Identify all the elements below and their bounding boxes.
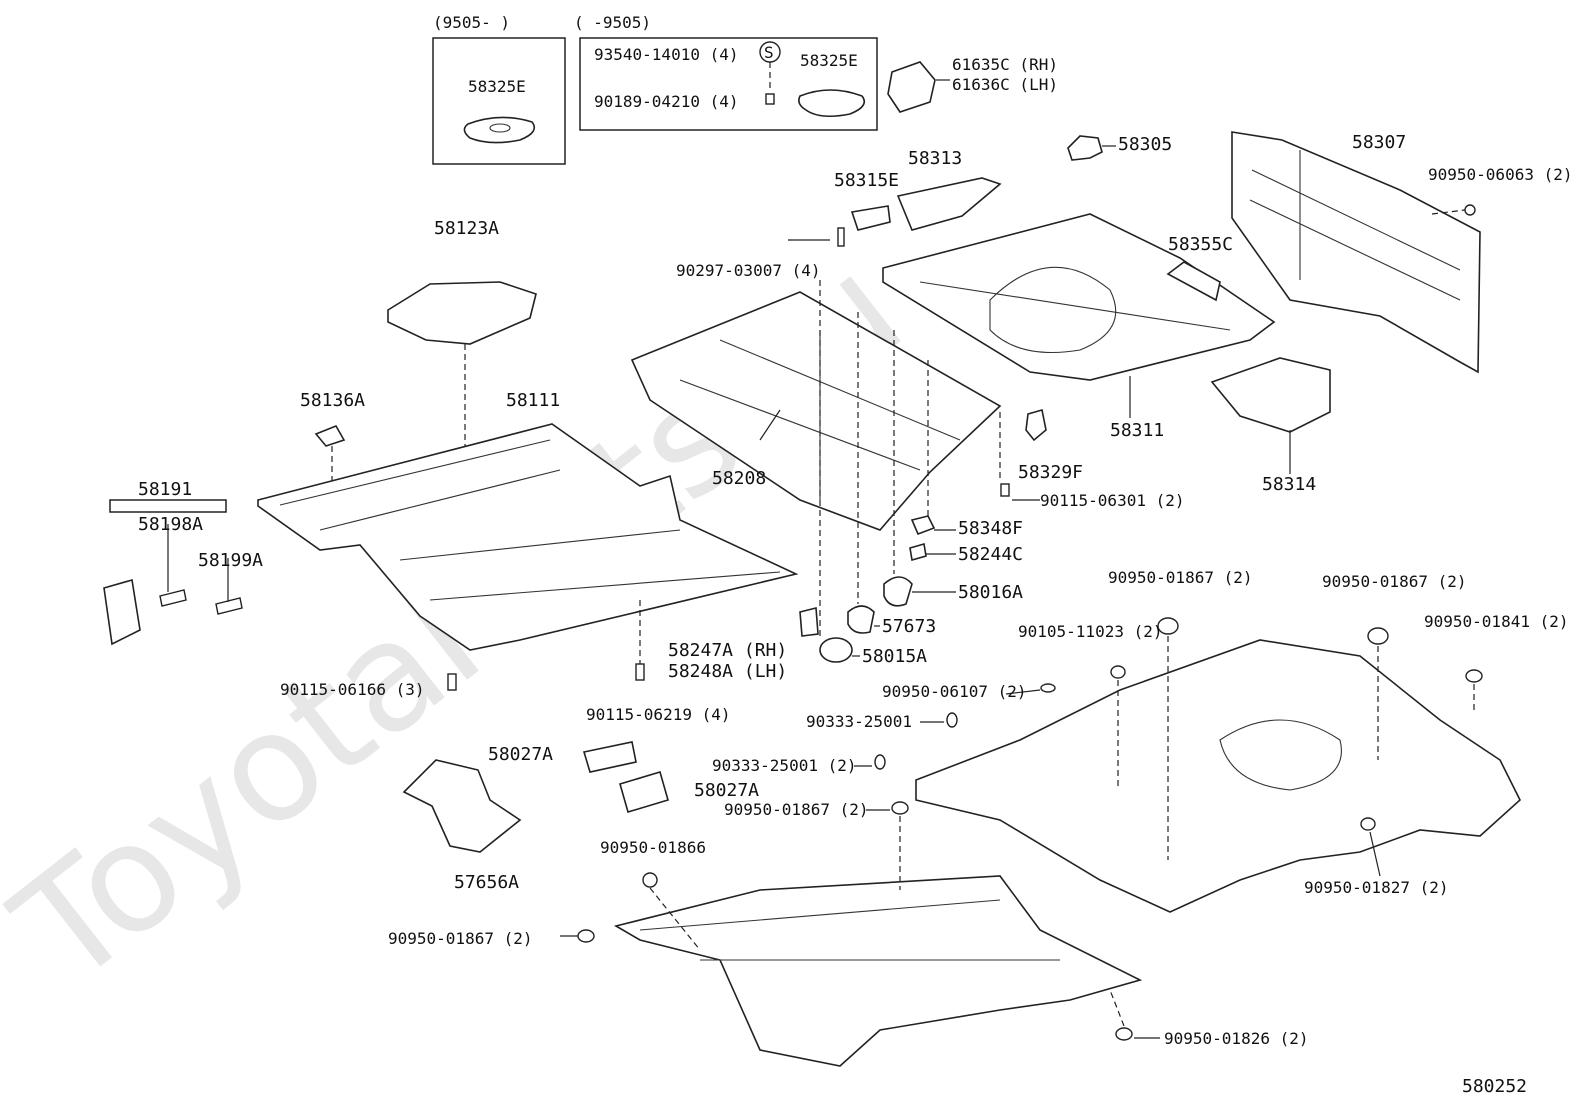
- callout-61635c[interactable]: 61635C (RH): [952, 55, 1058, 74]
- callout-58111[interactable]: 58111: [506, 390, 560, 411]
- callout-58015a[interactable]: 58015A: [862, 646, 927, 667]
- callout-58307[interactable]: 58307: [1352, 132, 1406, 153]
- callout-58311[interactable]: 58311: [1110, 420, 1164, 441]
- callout-90115-06301[interactable]: 90115-06301 (2): [1040, 491, 1185, 510]
- part-58136a: [314, 424, 346, 447]
- callout-90333-25001-b[interactable]: 90333-25001 (2): [712, 756, 857, 775]
- part-58355c: [1166, 261, 1221, 302]
- callout-58123a[interactable]: 58123A: [434, 218, 499, 239]
- part-57673: [847, 605, 875, 634]
- callout-58313[interactable]: 58313: [908, 148, 962, 169]
- part-rear-undercover: [915, 639, 1521, 913]
- part-58307: [1231, 131, 1481, 374]
- callout-57673[interactable]: 57673: [882, 616, 936, 637]
- callout-58348f[interactable]: 58348F: [958, 518, 1023, 539]
- part-front-undercover: [613, 875, 1143, 1067]
- part-58208: [630, 291, 1002, 531]
- inset-new-type: [579, 37, 878, 131]
- callout-90950-01867-b[interactable]: 90950-01867 (2): [1322, 572, 1467, 591]
- part-58313: [896, 177, 1002, 231]
- callout-90950-01866[interactable]: 90950-01866: [600, 838, 706, 857]
- callout-61636c[interactable]: 61636C (LH): [952, 75, 1058, 94]
- part-58305: [1067, 135, 1103, 161]
- part-58016a: [883, 576, 913, 607]
- callout-93540-14010[interactable]: 93540-14010 (4): [594, 45, 739, 64]
- inset-old-type: [432, 37, 566, 165]
- callout-58027a-2[interactable]: 58027A: [694, 780, 759, 801]
- callout-58355c[interactable]: 58355C: [1168, 234, 1233, 255]
- callout-58325e-old[interactable]: 58325E: [468, 77, 526, 96]
- part-58329f: [1025, 408, 1047, 442]
- callout-58247a[interactable]: 58247A (RH): [668, 640, 787, 661]
- part-58191: [103, 578, 141, 646]
- callout-58329f[interactable]: 58329F: [1018, 462, 1083, 483]
- part-58244c: [909, 542, 927, 562]
- callout-90950-01826[interactable]: 90950-01826 (2): [1164, 1029, 1309, 1048]
- part-58111: [257, 423, 799, 651]
- callout-58208[interactable]: 58208: [712, 468, 766, 489]
- part-58027a-1: [582, 741, 637, 773]
- callout-58016a[interactable]: 58016A: [958, 582, 1023, 603]
- callout-90333-25001-a[interactable]: 90333-25001: [806, 712, 912, 731]
- callout-90297-03007[interactable]: 90297-03007 (4): [676, 261, 821, 280]
- callout-57656a[interactable]: 57656A: [454, 872, 519, 893]
- callout-58315e[interactable]: 58315E: [834, 170, 899, 191]
- part-58123a: [387, 281, 537, 345]
- callout-58198a[interactable]: 58198A: [138, 514, 203, 535]
- part-58314: [1210, 357, 1331, 433]
- part-61635c: [887, 61, 936, 113]
- part-58348f: [910, 515, 936, 536]
- part-58015a: [819, 637, 853, 663]
- callout-90950-06063[interactable]: 90950-06063 (2): [1428, 165, 1573, 184]
- callout-58305[interactable]: 58305: [1118, 134, 1172, 155]
- callout-90950-01867-a[interactable]: 90950-01867 (2): [1108, 568, 1253, 587]
- callout-90950-06107[interactable]: 90950-06107 (2): [882, 682, 1027, 701]
- callout-90950-01827[interactable]: 90950-01827 (2): [1304, 878, 1449, 897]
- callout-58199a[interactable]: 58199A: [198, 550, 263, 571]
- callout-90950-01867-c[interactable]: 90950-01867 (2): [724, 800, 869, 819]
- callout-90189-04210[interactable]: 90189-04210 (4): [594, 92, 739, 111]
- part-57656a: [402, 759, 522, 853]
- callout-90105-11023[interactable]: 90105-11023 (2): [1018, 622, 1163, 641]
- date-range-from: (9505- ): [433, 13, 510, 32]
- callout-58244c[interactable]: 58244C: [958, 544, 1023, 565]
- s-symbol: S: [764, 43, 774, 62]
- callout-90115-06219[interactable]: 90115-06219 (4): [586, 705, 731, 724]
- callout-90115-06166[interactable]: 90115-06166 (3): [280, 680, 425, 699]
- date-range-to: ( -9505): [574, 13, 651, 32]
- callout-58191[interactable]: 58191: [138, 479, 192, 500]
- callout-58325e-new[interactable]: 58325E: [800, 51, 858, 70]
- diagram-code: 580252: [1462, 1076, 1527, 1097]
- callout-90950-01867-d[interactable]: 90950-01867 (2): [388, 929, 533, 948]
- callout-58136a[interactable]: 58136A: [300, 390, 365, 411]
- part-58311: [882, 213, 1276, 381]
- part-58315e: [850, 205, 891, 231]
- callout-90950-01841[interactable]: 90950-01841 (2): [1424, 612, 1569, 631]
- callout-58248a[interactable]: 58248A (LH): [668, 661, 787, 682]
- callout-58314[interactable]: 58314: [1262, 474, 1316, 495]
- callout-58027a-1[interactable]: 58027A: [488, 744, 553, 765]
- part-58027a-2: [619, 771, 669, 813]
- part-58247a: [799, 606, 819, 637]
